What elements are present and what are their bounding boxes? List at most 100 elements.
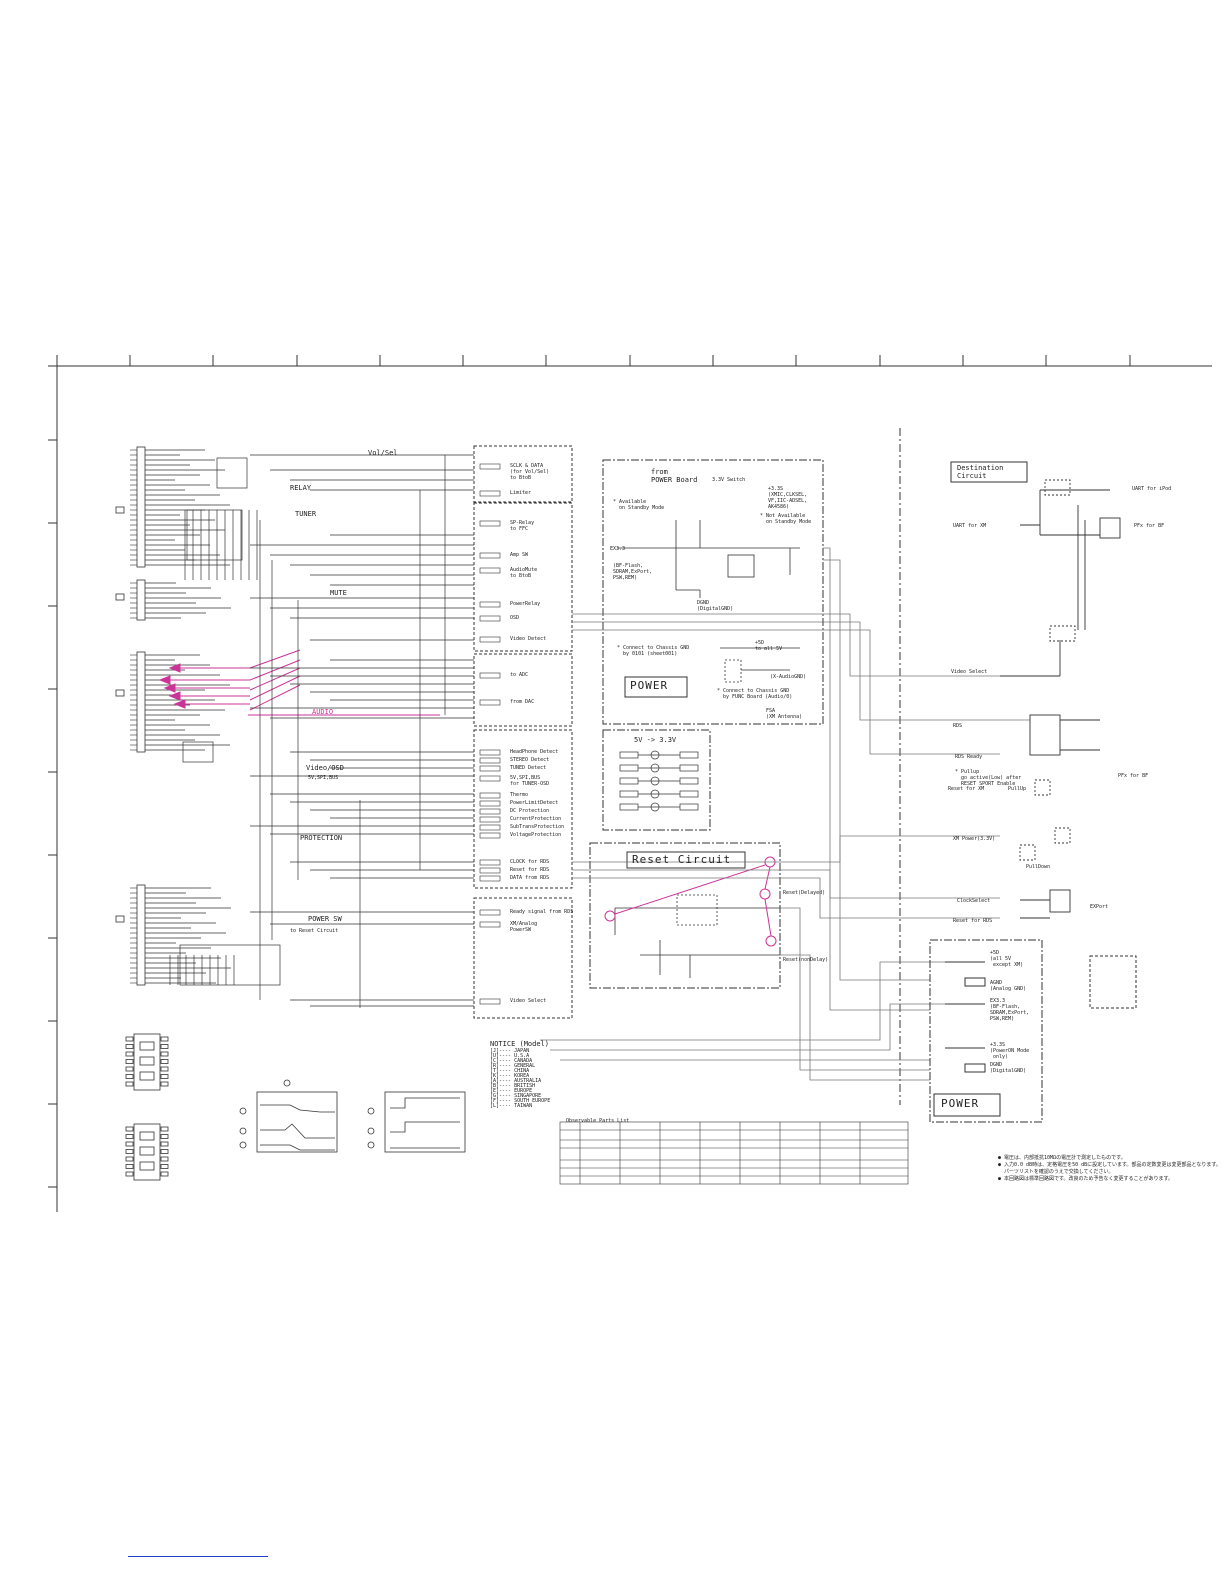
routing-line	[780, 907, 930, 1071]
interface-port	[479, 463, 501, 470]
interface-label: SubTransProtection	[510, 824, 565, 830]
plus33-label: +3.3S (XMIC,CLKSEL, VF,IIC-ADSEL, AK4586…	[768, 486, 808, 510]
cross-sheet-routing	[540, 547, 1030, 1081]
vol-sel-label: Vol/Sel	[368, 449, 398, 457]
pullup-label: PullUp	[1008, 786, 1027, 792]
pfx-bf-label: PFx for BF	[1134, 523, 1165, 529]
interface-label: Limiter	[510, 490, 532, 496]
clock-select-label: ClockSelect	[957, 898, 991, 904]
ic-pinouts	[125, 1033, 169, 1181]
ic-pin	[160, 1156, 169, 1162]
reset-delayed-label: Reset(Delayed)	[783, 890, 826, 896]
component-row	[179, 944, 281, 986]
row-ticks	[48, 439, 57, 1188]
ic-pin	[160, 1134, 169, 1139]
ic-pin	[160, 1126, 169, 1132]
interface-port	[479, 808, 501, 815]
ic-pin	[160, 1051, 169, 1057]
regulator-port	[619, 803, 639, 811]
connector-pins	[130, 449, 137, 984]
interface-label: Thermo	[510, 792, 529, 798]
table-frame	[559, 1121, 909, 1185]
interface-label: from DAC	[510, 699, 535, 705]
interface-port	[479, 765, 501, 772]
switch-33-label: 3.3V Switch	[712, 477, 746, 483]
ic-pin	[125, 1126, 134, 1132]
ic-pin	[160, 1164, 169, 1169]
regulator-port	[619, 777, 639, 785]
ic-gate	[139, 1071, 155, 1081]
interface-port	[479, 800, 501, 807]
uart-xm-label: UART for XM	[953, 523, 987, 529]
ic-pin	[125, 1066, 134, 1072]
interface-label: Video Select	[510, 998, 547, 1004]
right-wiring	[1000, 479, 1121, 919]
interface-label: 5V,SPI,BUS for TUNER-OSD	[510, 775, 550, 787]
ic-gate	[139, 1131, 155, 1141]
ic-pin	[160, 1149, 169, 1154]
routing-line	[572, 613, 1000, 677]
footer-link-line[interactable]	[128, 1556, 268, 1557]
rds-label: RDS	[953, 723, 963, 729]
ic-pin	[160, 1059, 169, 1064]
power-legend-title-box	[933, 1093, 1001, 1117]
plus5d-label: +5D (all 5V except XM)	[990, 950, 1024, 968]
interface-label: VoltageProtection	[510, 832, 562, 838]
right-video-select-label: Video Select	[951, 669, 988, 675]
agnd2-label: AGND (Analog GND)	[990, 980, 1027, 992]
relay-label: RELAY	[290, 484, 312, 492]
column-ticks	[129, 355, 1131, 366]
interface-port	[479, 699, 501, 706]
reset-title-box	[626, 851, 746, 869]
notice-item: [C]---- CANADA	[490, 1058, 533, 1064]
interface-port	[479, 867, 501, 874]
power-legend-symbols	[945, 961, 986, 1073]
tuner-label: TUNER	[295, 510, 317, 518]
interface-dashed-boxes	[473, 445, 573, 1019]
regulator-port	[619, 764, 639, 772]
interface-port	[479, 672, 501, 679]
to-reset-label: to Reset Circuit	[290, 928, 339, 934]
regulator-title: 5V -> 3.3V	[634, 736, 677, 744]
ic-pin	[125, 1074, 134, 1079]
interface-label: Video Detect	[510, 636, 547, 642]
regulator-port	[679, 777, 699, 785]
interface-label: SP-Relay to FFC	[510, 520, 535, 532]
ic-gate	[139, 1161, 155, 1171]
ic-pin	[125, 1141, 134, 1147]
ic-pin	[125, 1156, 134, 1162]
routing-line	[572, 621, 1030, 721]
export-label: EXPort	[1090, 904, 1109, 910]
ic-pin	[125, 1044, 134, 1049]
notice-item: [L]---- TAIWAN	[490, 1103, 533, 1109]
reset-block-frame	[589, 842, 781, 989]
interface-label: CurrentProtection	[510, 816, 562, 822]
interface-port	[479, 998, 501, 1005]
rds-ready-label: RDS Ready	[955, 754, 983, 760]
ic-pin	[125, 1036, 134, 1042]
interface-port	[479, 749, 501, 756]
interface-port	[479, 615, 501, 622]
plus33b-label: +3.3S (PowerON Mode only)	[990, 1042, 1030, 1060]
regulator-port	[679, 790, 699, 798]
interface-port	[479, 824, 501, 831]
interface-port	[479, 520, 501, 527]
parts-list-table	[559, 1121, 909, 1185]
ic-pin	[125, 1059, 134, 1064]
reset-wiring	[614, 894, 780, 978]
routing-line	[550, 1003, 945, 1051]
fbus-label: 5V,SPI,BUS	[308, 775, 339, 781]
bus-wires	[250, 454, 474, 1008]
ic-pin	[125, 1164, 134, 1169]
ic-pin	[160, 1171, 169, 1177]
regulator-port	[679, 751, 699, 759]
ic-pin	[160, 1066, 169, 1072]
interface-port	[479, 601, 501, 608]
interface-label: PowerLimitDetect	[510, 800, 559, 806]
agnd-label: (X-AudioGND)	[770, 674, 807, 680]
reset-xm-label: Reset for XM	[948, 786, 985, 792]
pulldown-label: PullDown	[1026, 864, 1051, 870]
ic-pin	[160, 1074, 169, 1079]
power-block-wiring	[617, 520, 800, 683]
connect-chassis-note-2: * Connect to Chassis GND by FUNC Board (…	[717, 688, 793, 700]
